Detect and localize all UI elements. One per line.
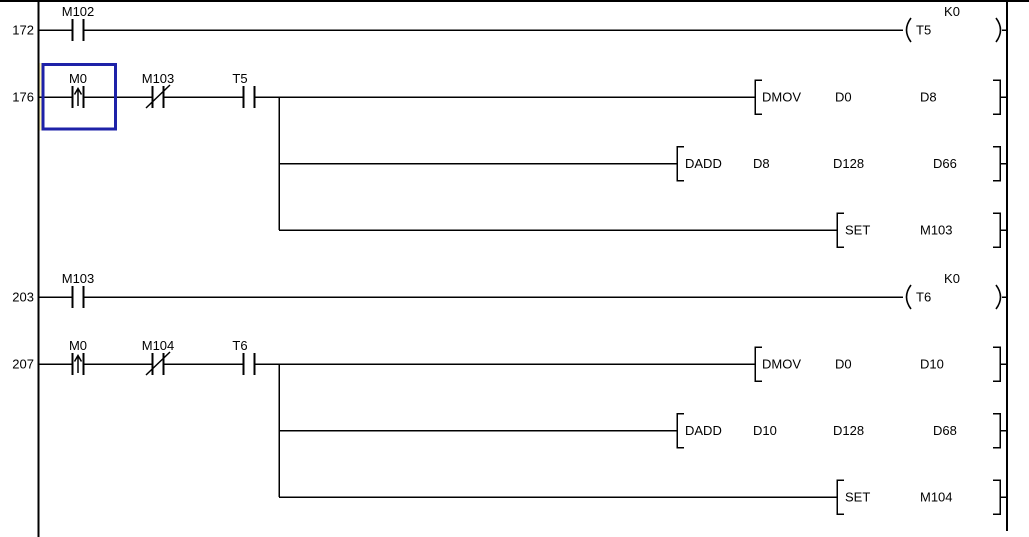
contact-rising-edge-m0[interactable]: M0 [69,71,87,108]
contact-no-m103[interactable]: M103 [62,271,95,308]
instruction-mnemonic: SET [845,223,870,238]
coil-label: T6 [916,290,931,305]
instruction-close-bracket [993,212,1001,248]
instruction-operand: M104 [920,490,953,505]
instruction-close-bracket [993,145,1001,182]
contact-nc-m103[interactable]: M103 [142,71,175,109]
instruction-set-2[interactable]: SET M104 [836,479,1007,515]
rung-172: 172 M102 K0 T5 [12,4,1008,43]
instruction-operand: D0 [835,90,852,105]
edit-cursor[interactable] [41,63,117,131]
instruction-close-bracket [993,479,1001,515]
contact-no-t5[interactable]: T5 [232,71,256,108]
instruction-dmov-2[interactable]: DMOV D0 D10 [754,346,1007,382]
instruction-mnemonic: DADD [685,156,722,171]
rung-207: 207 M0 M104 T6 DMOV D0 D10 [12,338,1007,515]
instruction-mnemonic: DMOV [762,90,801,105]
instruction-open-bracket [836,212,844,248]
contact-label: M103 [142,71,175,86]
instruction-operand: D128 [833,423,864,438]
instruction-operand: M103 [920,223,953,238]
contact-label: M104 [142,338,175,353]
instruction-operand: D10 [753,423,777,438]
instruction-open-bracket [676,412,684,449]
contact-nc-m104[interactable]: M104 [142,338,175,376]
instruction-close-bracket [993,79,1001,115]
instruction-open-bracket [676,145,684,182]
step-number: 172 [12,23,34,38]
instruction-operand: D128 [833,156,864,171]
instruction-operand: D10 [920,357,944,372]
contact-label: M103 [62,271,95,286]
instruction-close-bracket [993,346,1001,382]
coil-close-paren [995,284,1002,310]
contact-no-t6[interactable]: T6 [232,338,256,375]
instruction-operand: D68 [933,423,957,438]
contact-rising-edge-m0-2[interactable]: M0 [69,338,87,375]
rung-176: 176 M0 M103 T5 DMOV D0 D8 [12,71,1007,248]
step-number: 203 [12,290,34,305]
instruction-dmov-1[interactable]: DMOV D0 D8 [754,79,1007,115]
instruction-open-bracket [754,346,762,382]
instruction-operand: D0 [835,357,852,372]
timer-coil-t5[interactable]: K0 T5 [905,4,1008,43]
contact-label: M0 [69,338,87,353]
contact-label: M0 [69,71,87,86]
instruction-operand: D66 [933,156,957,171]
nc-slash-icon [145,351,171,376]
contact-label: M102 [62,4,95,19]
instruction-dadd-2[interactable]: DADD D10 D128 D68 [676,412,1007,449]
instruction-close-bracket [993,412,1001,449]
instruction-operand: D8 [753,156,770,171]
timer-coil-t6[interactable]: K0 T6 [905,271,1008,310]
contact-no-m102[interactable]: M102 [62,4,95,41]
step-number: 207 [12,357,34,372]
instruction-mnemonic: SET [845,490,870,505]
instruction-operand: D8 [920,90,937,105]
rung-203: 203 M103 K0 T6 [12,271,1008,310]
coil-preset: K0 [944,4,960,19]
contact-label: T5 [232,71,247,86]
coil-preset: K0 [944,271,960,286]
rising-edge-arrow-icon [73,354,83,373]
coil-label: T5 [916,23,931,38]
step-number: 176 [12,90,34,105]
rising-edge-arrow-icon [73,87,83,106]
instruction-open-bracket [836,479,844,515]
contact-label: T6 [232,338,247,353]
instruction-mnemonic: DADD [685,423,722,438]
instruction-mnemonic: DMOV [762,357,801,372]
coil-close-paren [995,17,1002,43]
coil-open-paren [905,284,912,310]
instruction-dadd-1[interactable]: DADD D8 D128 D66 [676,145,1007,182]
nc-slash-icon [145,84,171,109]
coil-open-paren [905,17,912,43]
instruction-set-1[interactable]: SET M103 [836,212,1007,248]
instruction-open-bracket [754,79,762,115]
